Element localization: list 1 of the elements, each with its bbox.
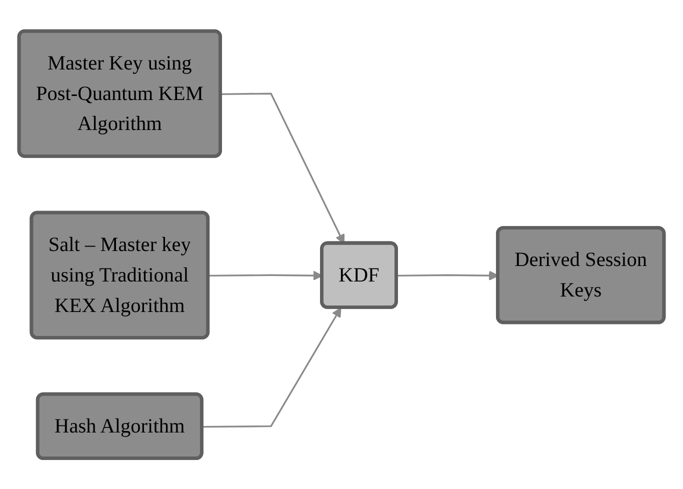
- arrow: [202, 307, 342, 428]
